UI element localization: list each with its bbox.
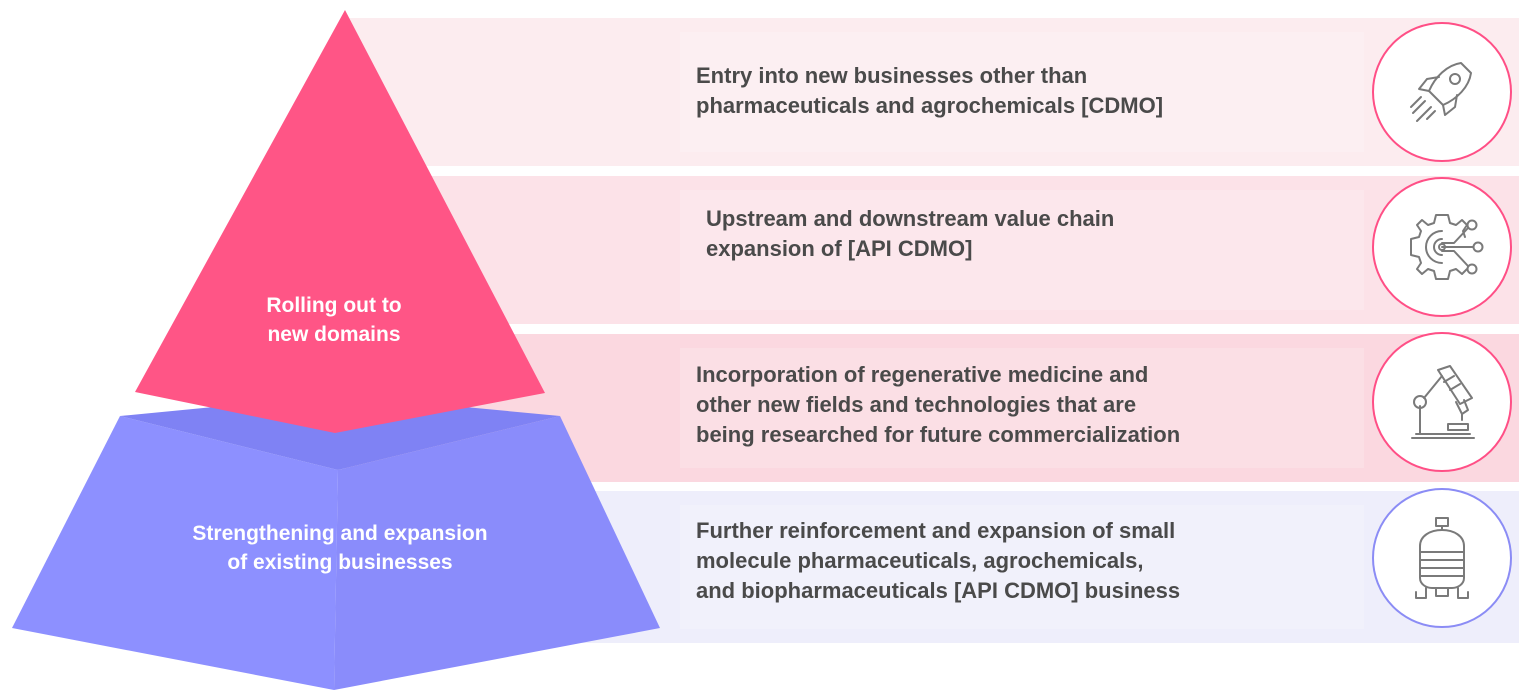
reactor-tank-icon-circle: [1372, 488, 1512, 628]
pyramid-bottom-left-face: [12, 416, 338, 690]
item-text-regenerative-medicine: Incorporation of regenerative medicine a…: [696, 362, 1181, 447]
pyramid-top-label: Rolling out to new domains: [266, 294, 402, 346]
row-band-new-business: [345, 18, 1519, 166]
rocket-icon: [1410, 62, 1472, 122]
microscope-icon: [1411, 365, 1475, 439]
reactor-tank-icon: [1415, 517, 1469, 599]
pyramid-graphic: [12, 10, 660, 690]
pyramid-bottom-right-face: [334, 416, 660, 690]
rocket-icon-circle: [1372, 22, 1512, 162]
item-text-value-chain: Upstream and downstream value chain expa…: [706, 206, 1115, 261]
row-band-value-chain: [345, 176, 1519, 324]
item-text-new-business: Entry into new businesses other than pha…: [696, 63, 1164, 118]
pyramid-top-triangle: [135, 10, 545, 433]
gear-network-icon-circle: [1372, 177, 1512, 317]
microscope-icon-circle: [1372, 332, 1512, 472]
pyramid-bottom-label: Strengthening and expansion of existing …: [192, 522, 488, 574]
item-text-reinforcement: Further reinforcement and expansion of s…: [696, 518, 1181, 603]
gear-network-icon: [1410, 214, 1484, 280]
pyramid-bottom-top-face: [120, 395, 560, 470]
